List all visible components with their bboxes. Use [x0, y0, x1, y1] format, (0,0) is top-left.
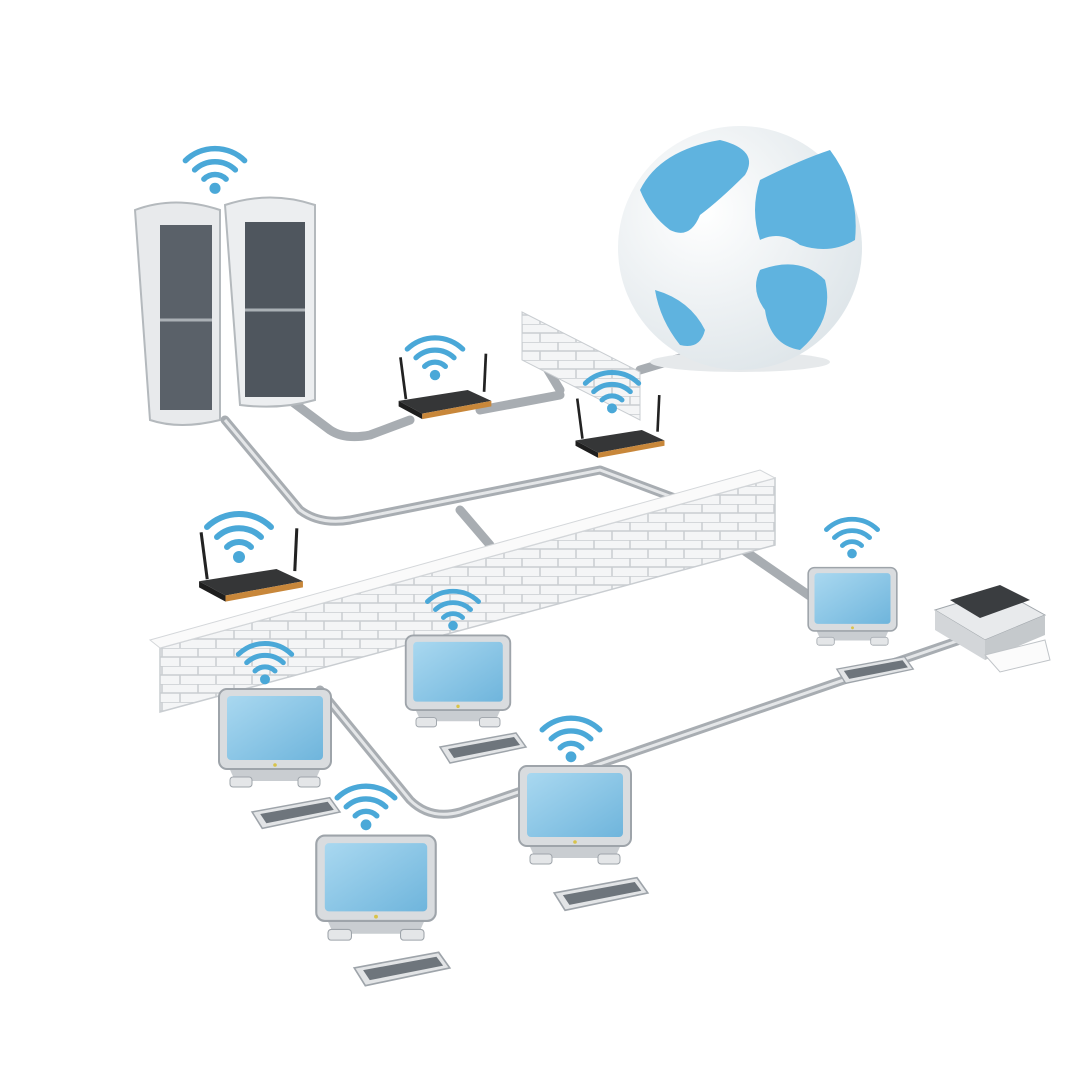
- computer-icon: [517, 718, 649, 912]
- keyboard-icon: [835, 655, 915, 685]
- wifi-icon: [542, 718, 600, 762]
- wifi-icon: [207, 514, 271, 563]
- wifi-icon: [185, 149, 244, 194]
- wifi-icon: [337, 786, 395, 830]
- keyboard-icon: [353, 951, 451, 987]
- firewall-icon: [521, 311, 641, 421]
- server-icon: [133, 196, 316, 426]
- keyboard-icon: [251, 796, 341, 830]
- globe-icon: [618, 126, 862, 372]
- keyboard-icon: [553, 876, 649, 912]
- wifi-icon: [407, 338, 462, 380]
- keyboard-icon: [439, 732, 527, 764]
- printer-icon: [933, 585, 1051, 673]
- router-icon: [197, 526, 305, 604]
- computer-icon: [807, 519, 915, 685]
- wifi-icon: [826, 519, 877, 558]
